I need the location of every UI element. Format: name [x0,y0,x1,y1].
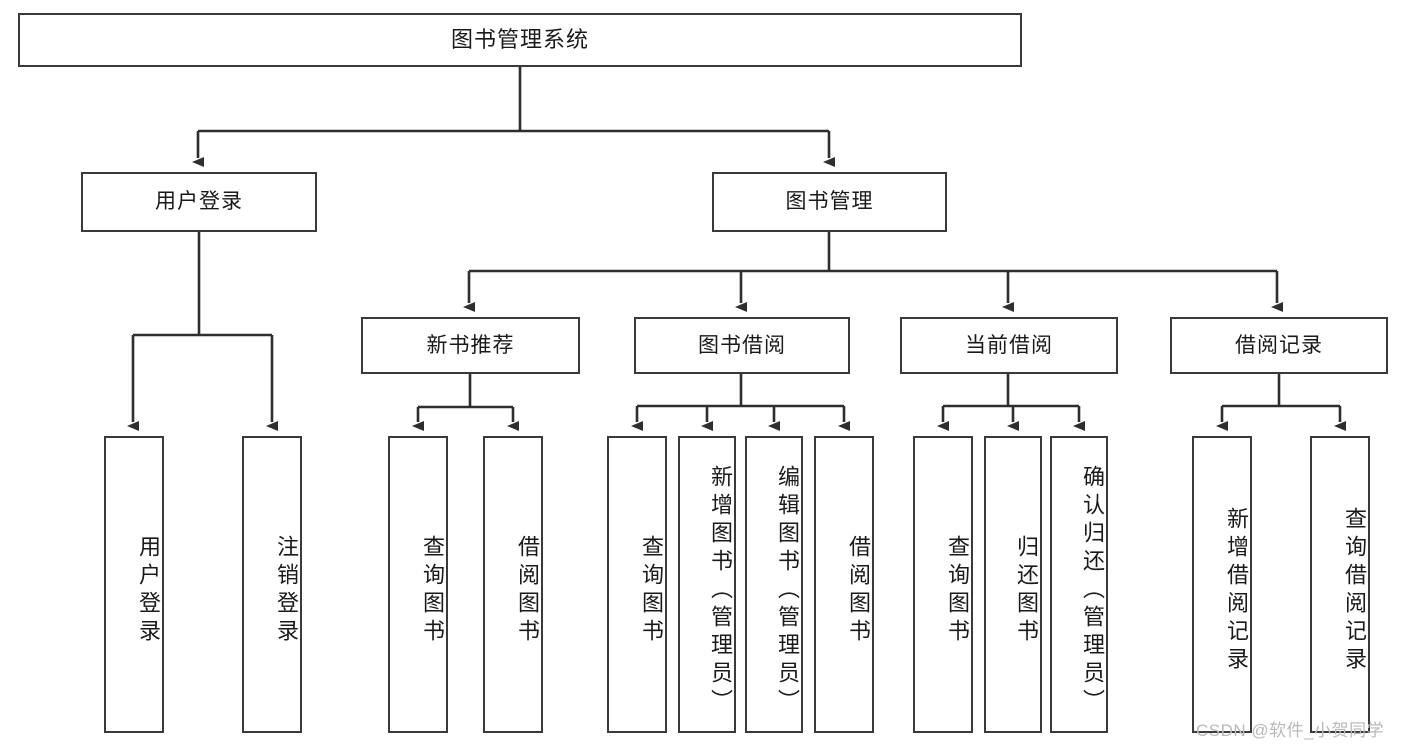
node-leaf-edit-book-admin[interactable]: 编辑图书（管理员） [745,436,803,733]
watermark-credit: CSDN @软件_小贺同学 [1196,721,1385,740]
node-user-login[interactable]: 用户登录 [81,172,317,232]
node-root[interactable]: 图书管理系统 [18,13,1022,67]
node-leaf-add-borrow-record[interactable]: 新增借阅记录 [1192,436,1252,733]
node-leaf-confirm-return-admin[interactable]: 确认归还（管理员） [1050,436,1108,733]
node-current-borrow[interactable]: 当前借阅 [900,317,1118,374]
node-leaf-query-book-3[interactable]: 查询图书 [913,436,973,733]
node-book-manage[interactable]: 图书管理 [712,172,947,232]
node-new-book-recommend[interactable]: 新书推荐 [361,317,580,374]
node-leaf-return-book[interactable]: 归还图书 [984,436,1042,733]
node-leaf-user-login[interactable]: 用户登录 [104,436,164,733]
node-leaf-query-book-2[interactable]: 查询图书 [607,436,667,733]
node-leaf-borrow-book-1[interactable]: 借阅图书 [483,436,543,733]
node-book-borrow[interactable]: 图书借阅 [634,317,850,374]
node-leaf-borrow-book-2[interactable]: 借阅图书 [814,436,874,733]
node-borrow-record[interactable]: 借阅记录 [1170,317,1388,374]
node-leaf-logout-login[interactable]: 注销登录 [242,436,302,733]
node-leaf-query-borrow-record[interactable]: 查询借阅记录 [1310,436,1370,733]
node-leaf-add-book-admin[interactable]: 新增图书（管理员） [678,436,736,733]
node-leaf-query-book-1[interactable]: 查询图书 [388,436,448,733]
